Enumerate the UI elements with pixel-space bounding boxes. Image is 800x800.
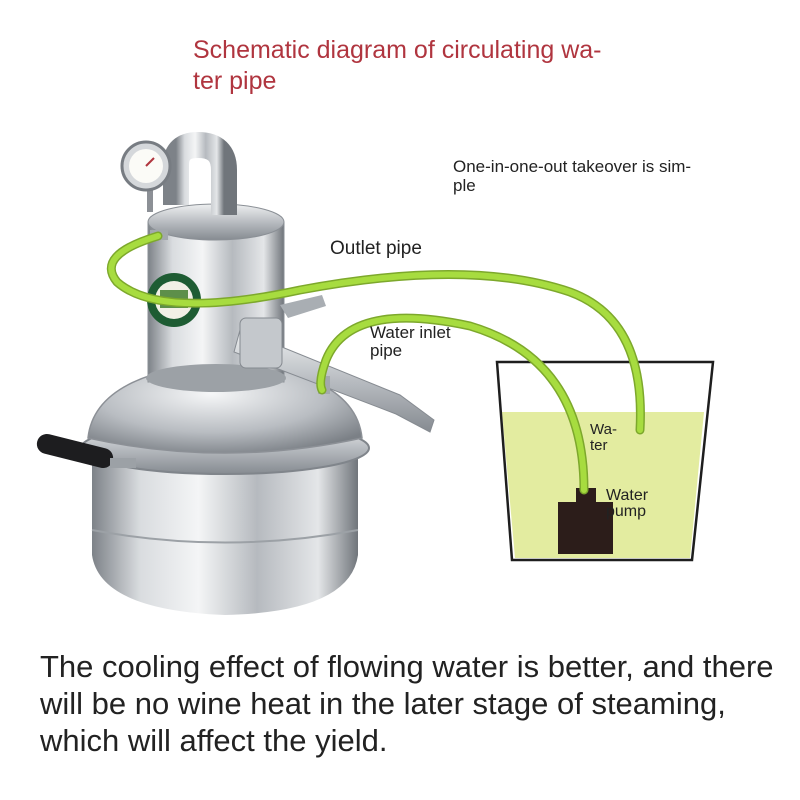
outlet-pipe <box>108 233 644 433</box>
diagram-title: Schematic diagram of circulating wa- ter… <box>193 36 602 95</box>
water-bucket <box>495 360 715 562</box>
spout-clamp <box>239 317 283 369</box>
bucket-outline <box>495 360 715 562</box>
thermometer-needle <box>145 157 155 167</box>
inlet-pipe <box>317 315 587 493</box>
bucket-water <box>502 412 704 558</box>
gooseneck-pipe <box>163 131 237 215</box>
distiller <box>36 131 435 615</box>
water-pump-body <box>558 502 613 554</box>
hoses <box>106 231 645 495</box>
water-pump-label: Water pump <box>606 487 649 520</box>
water-label: Wa- ter <box>590 421 617 454</box>
left-handle-bracket <box>110 458 136 468</box>
caption-text: The cooling effect of flowing water is b… <box>40 649 774 758</box>
pot-band <box>91 529 359 544</box>
left-handle <box>36 433 114 469</box>
condenser-base <box>146 364 286 392</box>
clamp-wing-nut <box>280 295 326 318</box>
spout-pipe <box>233 329 435 433</box>
one-in-one-out-label: One-in-one-out takeover is sim- ple <box>453 157 692 195</box>
pot-body <box>92 455 358 615</box>
water-inlet-pipe-label: Water inlet pipe <box>370 323 451 360</box>
outlet-pipe-label: Outlet pipe <box>330 238 422 259</box>
